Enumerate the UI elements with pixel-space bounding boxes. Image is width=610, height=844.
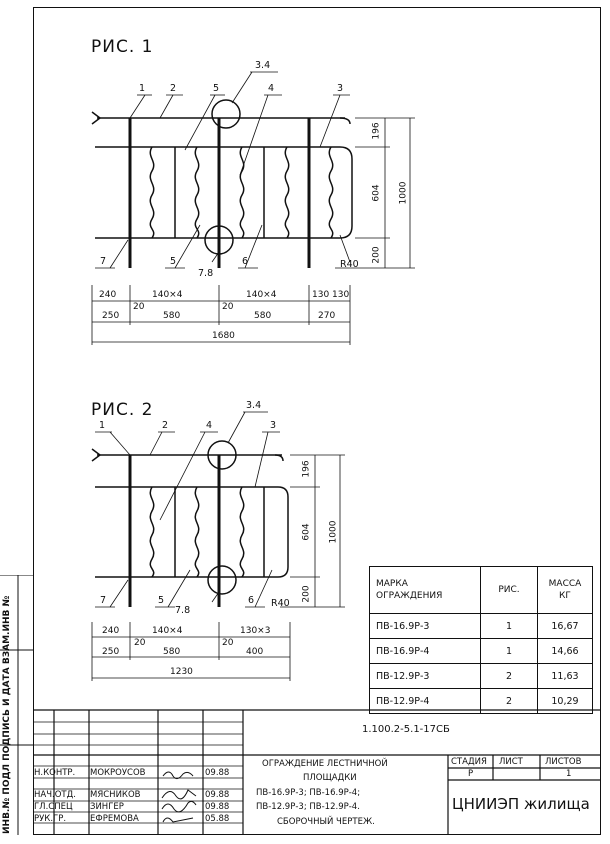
fig1-callout: 6 <box>242 256 249 267</box>
fig2-callout: 6 <box>248 595 255 606</box>
sheets-header: ЛИСТОВ <box>545 757 582 767</box>
fig2-dim: 240 <box>102 626 120 636</box>
person-name: МЯСНИКОВ <box>90 790 141 800</box>
role: Н.КОНТР. <box>34 768 76 778</box>
role: НАЧ.ОТД. <box>34 790 76 800</box>
person-name: ЕФРЕМОВА <box>90 814 139 824</box>
person-name: ЗИНГЕР <box>90 802 124 812</box>
role: РУК.ГР. <box>34 814 67 824</box>
spec-fig: 1 <box>480 613 538 639</box>
side-stamp <box>0 575 33 835</box>
fig1-callout: 7 <box>100 256 107 267</box>
fig1-callout: 7.8 <box>198 268 214 279</box>
fig2-dim: 20 <box>134 638 146 648</box>
title-line: ПВ-12.9Р-3; ПВ-12.9Р-4. <box>256 802 360 812</box>
fig2-dim: 250 <box>102 647 120 657</box>
fig2-callout: 3.4 <box>246 400 262 411</box>
stage-value: Р <box>468 769 474 779</box>
fig2-callout: 3 <box>270 420 277 431</box>
spec-mark: ПВ-16.9Р-3 <box>369 613 481 639</box>
fig1-dim: 580 <box>163 311 181 321</box>
fig1-dim: 270 <box>318 311 336 321</box>
stage-header: СТАДИЯ <box>451 757 487 767</box>
spec-table: МАРКА ОГРАЖДЕНИЯ РИС. МАССА КГ ПВ-16.9Р-… <box>369 566 593 714</box>
spec-header-mass: МАССА КГ <box>537 566 593 614</box>
fig1-callout: R40 <box>340 259 359 270</box>
sign-date: 09.88 <box>205 802 230 812</box>
fig1-callout: 5 <box>213 83 220 94</box>
sheets-value: 1 <box>566 769 572 779</box>
fig1-dim: 130 <box>312 290 330 300</box>
person-name: МОКРОУСОВ <box>90 768 146 778</box>
table-row: ПВ-16.9Р-3 1 16,67 <box>369 613 593 639</box>
fig2-callout: R40 <box>271 598 290 609</box>
fig1-dim: 130 <box>332 290 350 300</box>
fig2-callout: 4 <box>206 420 213 431</box>
sign-date: 09.88 <box>205 790 230 800</box>
fig2-callout: 7 <box>100 595 107 606</box>
doc-code: 1.100.2-5.1-17СБ <box>362 724 450 735</box>
table-row: ПВ-12.9Р-3 2 11,63 <box>369 663 593 689</box>
fig1-dim: 20 <box>133 302 145 312</box>
title-line: ПЛОЩАДКИ <box>303 773 357 783</box>
org-name: ЦНИИЭП жилища <box>452 795 590 813</box>
spec-header-mark: МАРКА ОГРАЖДЕНИЯ <box>369 566 481 614</box>
fig2-dim: 400 <box>246 647 264 657</box>
fig1-dim: 20 <box>222 302 234 312</box>
fig2-callout: 7.8 <box>175 605 191 616</box>
role: ГЛ.СПЕЦ <box>34 802 73 812</box>
title-line: ОГРАЖДЕНИЕ ЛЕСТНИЧНОЙ <box>262 759 388 769</box>
fig1-dim: 240 <box>99 290 117 300</box>
fig1-dim: 140×4 <box>246 290 277 300</box>
fig2-dim: 130×3 <box>240 626 271 636</box>
sign-date: 09.88 <box>205 768 230 778</box>
fig2-dim-total: 1230 <box>170 667 193 677</box>
fig1-callout: 2 <box>170 83 177 94</box>
title-line: ПВ-16.9Р-3; ПВ-16.9Р-4; <box>256 788 361 798</box>
fig1-callout: 3 <box>337 83 344 94</box>
sheet-header: ЛИСТ <box>499 757 523 767</box>
title-line: СБОРОЧНЫЙ ЧЕРТЕЖ. <box>277 817 375 827</box>
fig2-dim: 20 <box>222 638 234 648</box>
fig2-callout: 5 <box>158 595 165 606</box>
fig1-dim-total: 1680 <box>212 331 235 341</box>
fig2-dim: 140×4 <box>152 626 183 636</box>
fig2-callout: 1 <box>99 420 106 431</box>
fig1-callout: 5 <box>170 256 177 267</box>
spec-header-fig: РИС. <box>480 566 538 614</box>
fig1-dim: 250 <box>102 311 120 321</box>
fig2-title: РИС. 2 <box>91 400 154 420</box>
fig1-dim: 580 <box>254 311 272 321</box>
fig1-dim: 140×4 <box>152 290 183 300</box>
fig1-callout: 3.4 <box>255 60 271 71</box>
fig1-callout: 1 <box>139 83 146 94</box>
sign-date: 05.88 <box>205 814 230 824</box>
fig1-callout: 4 <box>268 83 275 94</box>
spec-mass: 14,66 <box>537 638 593 664</box>
fig2-callout: 2 <box>162 420 169 431</box>
drawing-frame <box>33 7 601 835</box>
fig2-dim: 580 <box>163 647 181 657</box>
table-row: ПВ-16.9Р-4 1 14,66 <box>369 638 593 664</box>
fig1-title: РИС. 1 <box>91 37 154 57</box>
